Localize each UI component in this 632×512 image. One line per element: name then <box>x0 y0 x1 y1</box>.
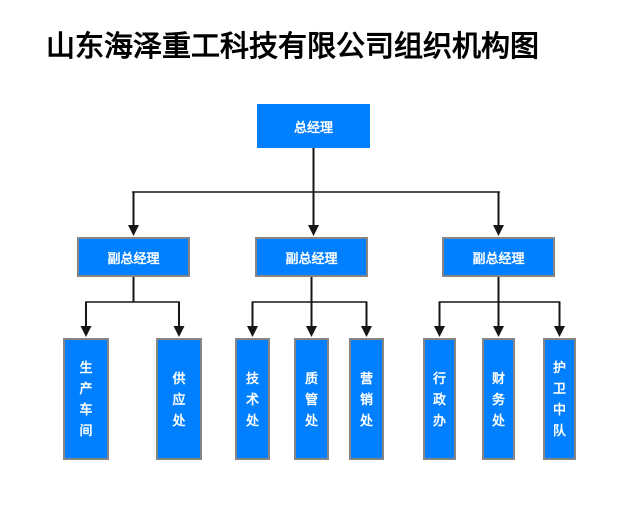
root-to-deputies-connector <box>128 148 504 236</box>
node-quality-management-office: 质管处 <box>294 338 329 460</box>
node-label: 副总经理 <box>107 250 160 266</box>
node-label: 副总经理 <box>285 250 338 266</box>
node-label: 质管处 <box>304 370 318 428</box>
node-label: 总经理 <box>293 119 333 135</box>
node-label: 财务处 <box>491 370 505 428</box>
node-technology-office: 技术处 <box>235 338 270 460</box>
node-production-workshop: 生产车间 <box>63 338 109 460</box>
node-label: 护卫中队 <box>552 360 566 438</box>
deputy2-to-departments-connector <box>247 277 372 337</box>
node-label: 副总经理 <box>472 250 525 266</box>
node-label: 行政办 <box>432 370 446 428</box>
node-label: 营销处 <box>359 370 373 428</box>
node-guard-squadron: 护卫中队 <box>543 338 576 460</box>
node-label: 生产车间 <box>79 360 93 438</box>
node-deputy-general-manager-2: 副总经理 <box>255 237 368 277</box>
node-label: 技术处 <box>245 370 259 428</box>
node-deputy-general-manager-1: 副总经理 <box>77 237 190 277</box>
node-finance-office: 财务处 <box>482 338 515 460</box>
node-supply-office: 供应处 <box>156 338 202 460</box>
node-marketing-office: 营销处 <box>349 338 384 460</box>
deputy1-to-departments-connector <box>80 277 185 337</box>
chart-title: 山东海泽重工科技有限公司组织机构图 <box>46 31 540 63</box>
node-administration-office: 行政办 <box>423 338 456 460</box>
node-deputy-general-manager-3: 副总经理 <box>442 237 555 277</box>
node-label: 供应处 <box>172 370 186 428</box>
deputy3-to-departments-connector <box>434 277 565 337</box>
node-general-manager: 总经理 <box>257 104 370 148</box>
